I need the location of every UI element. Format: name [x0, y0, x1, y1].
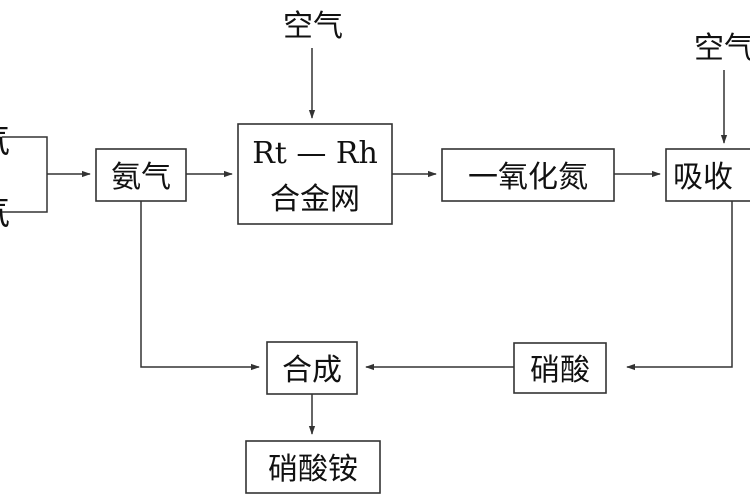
node-nitric-oxide-label: 一氧化氮 — [468, 160, 588, 195]
node-catalyst-gauze — [237, 123, 393, 225]
node-nitric-acid-label: 硝酸 — [530, 353, 590, 388]
arrow-absorb-to-nitric-acid — [626, 201, 733, 371]
node-ammonia — [95, 148, 187, 202]
air-input-right-label: 空气 — [694, 31, 750, 66]
left-input-top-label: 气 — [0, 121, 10, 161]
node-catalyst-label-line1: Rt — Rh — [252, 136, 378, 171]
node-nitric-oxide — [441, 148, 615, 202]
node-ammonium-nitrate-label: 硝酸铵 — [268, 452, 358, 487]
node-nitric-acid — [513, 342, 607, 394]
arrow-ammonia-to-synthesis — [140, 201, 260, 371]
node-catalyst-label-line2: 合金网 — [270, 182, 360, 217]
node-absorb — [665, 148, 750, 202]
node-synthesis-label: 合成 — [282, 353, 342, 388]
node-absorb-label: 吸收 — [673, 160, 733, 195]
air-input-top-label: 空气 — [283, 9, 343, 44]
left-input-bottom-label: 气 — [0, 193, 10, 233]
node-ammonium-nitrate — [245, 440, 381, 494]
node-ammonia-label: 氨气 — [111, 160, 171, 195]
